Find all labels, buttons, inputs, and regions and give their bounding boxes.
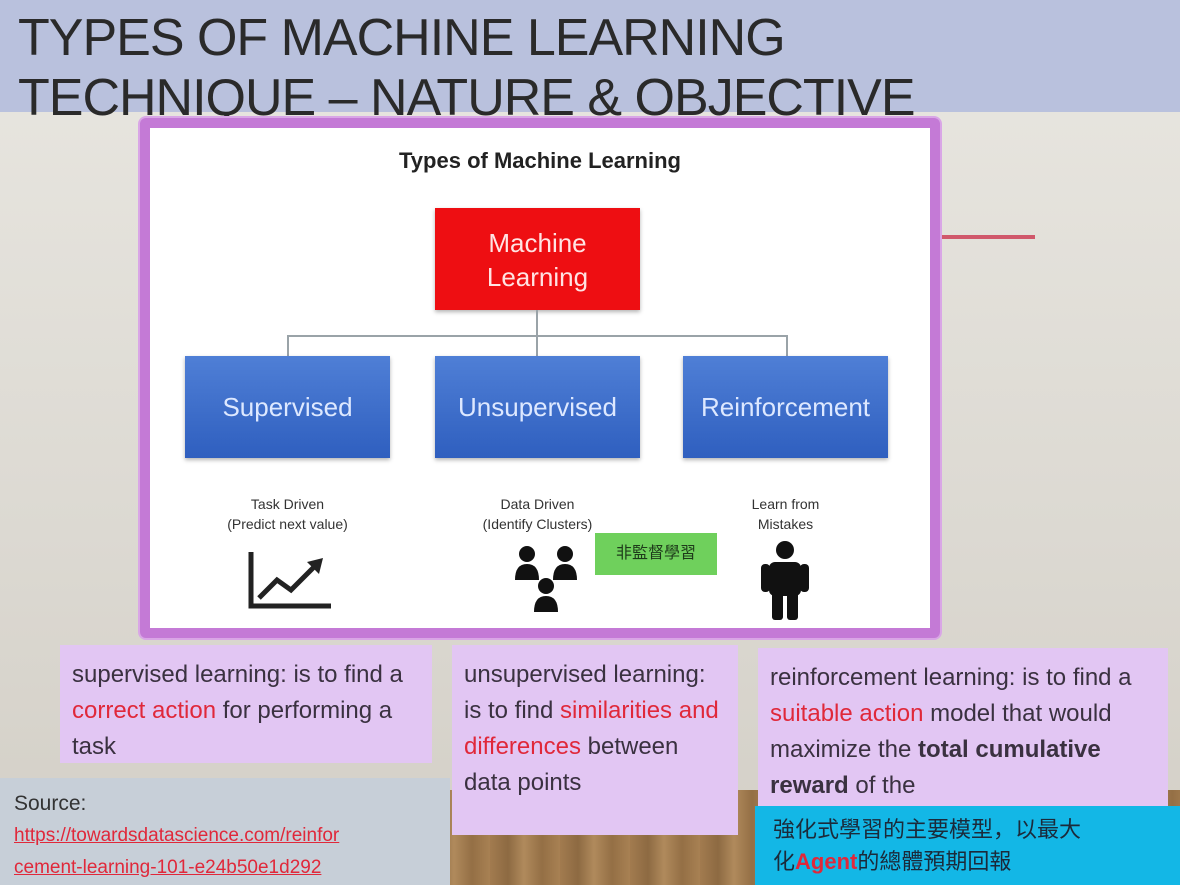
card-supervised: supervised learning: is to find a correc…: [60, 645, 432, 763]
caption-supervised-line-1: Task Driven: [250, 496, 325, 512]
people-cluster-icon: [515, 546, 577, 612]
card-supervised-text-end: for performing a task: [72, 697, 393, 760]
card-unsupervised-highlight: similarities and differences: [464, 697, 719, 760]
card-reinforcement-text-mid: model that would maximize the: [770, 700, 1112, 763]
caption-unsupervised-line-1: Data Driven: [500, 496, 575, 512]
root-node-line-1: Machine: [488, 228, 587, 258]
card-unsupervised-text-end: between data points: [464, 733, 679, 796]
chinese-note-suffix: 的總體預期回報: [857, 849, 1012, 874]
caption-reinforcement-line-2: Mistakes: [757, 516, 814, 532]
card-unsupervised: unsupervised learning: is to find simila…: [452, 645, 738, 835]
diagram-title: Types of Machine Learning: [399, 148, 681, 173]
source-box: Source: https://towardsdatascience.com/r…: [0, 778, 450, 885]
chinese-note-agent: Agent: [795, 849, 858, 874]
chinese-note-box: 強化式學習的主要模型，以最大 化Agent的總體預期回報: [755, 806, 1180, 885]
caption-unsupervised-line-2: (Identify Clusters): [482, 516, 593, 532]
unsupervised-badge: 非監督學習: [595, 533, 717, 575]
caption-supervised-line-2: (Predict next value): [227, 516, 348, 532]
caption-reinforcement-line-1: Learn from: [751, 496, 820, 512]
caption-supervised: Task Driven (Predict next value): [185, 494, 390, 534]
callout-connector-line: [940, 235, 1035, 239]
node-unsupervised: Unsupervised: [435, 356, 640, 458]
chinese-note-prefix: 化: [773, 849, 796, 874]
slide-title-line-1: TYPES OF MACHINE LEARNING: [18, 9, 786, 67]
card-reinforcement-text: reinforcement learning: is to find a: [770, 664, 1132, 691]
tree-branch-mid-line: [536, 335, 538, 356]
tree-branch-left-line: [287, 335, 289, 356]
source-link-line-2[interactable]: cement-learning-101-e24b50e1d292: [14, 857, 322, 878]
tree-stem-line: [536, 310, 538, 336]
chinese-note-line-2: 化Agent的總體預期回報: [773, 846, 1162, 878]
root-node-machine-learning: Machine Learning: [435, 208, 640, 310]
card-reinforcement-bold: total cumulative reward: [770, 736, 1101, 799]
card-supervised-text: supervised learning: is to find a: [72, 661, 403, 688]
tree-branch-right-line: [786, 335, 788, 356]
slide-title-line-2: TECHNIQUE – NATURE & OBJECTIVE: [18, 69, 916, 127]
title-bar: [0, 0, 1180, 112]
slide-title: TYPES OF MACHINE LEARNING TECHNIQUE – NA…: [18, 8, 1018, 128]
caption-reinforcement: Learn from Mistakes: [683, 494, 888, 534]
card-reinforcement-text-end: of the: [848, 772, 916, 799]
caption-unsupervised: Data Driven (Identify Clusters): [435, 494, 640, 534]
source-label: Source:: [14, 792, 87, 815]
person-icon: [761, 541, 809, 620]
ml-types-diagram: Types of Machine Learning Machine Learni…: [140, 118, 940, 638]
source-link-line-1[interactable]: https://towardsdatascience.com/reinfor: [14, 825, 340, 846]
card-reinforcement: reinforcement learning: is to find a sui…: [758, 648, 1168, 808]
root-node-line-2: Learning: [486, 262, 589, 292]
node-reinforcement: Reinforcement: [683, 356, 888, 458]
card-supervised-highlight: correct action: [72, 697, 217, 724]
trend-chart-icon: [248, 552, 331, 609]
chinese-note-line-1: 強化式學習的主要模型，以最大: [773, 817, 1082, 842]
card-unsupervised-text: unsupervised learning: is to find: [464, 661, 706, 724]
card-reinforcement-highlight: suitable action: [770, 700, 924, 727]
node-supervised: Supervised: [185, 356, 390, 458]
